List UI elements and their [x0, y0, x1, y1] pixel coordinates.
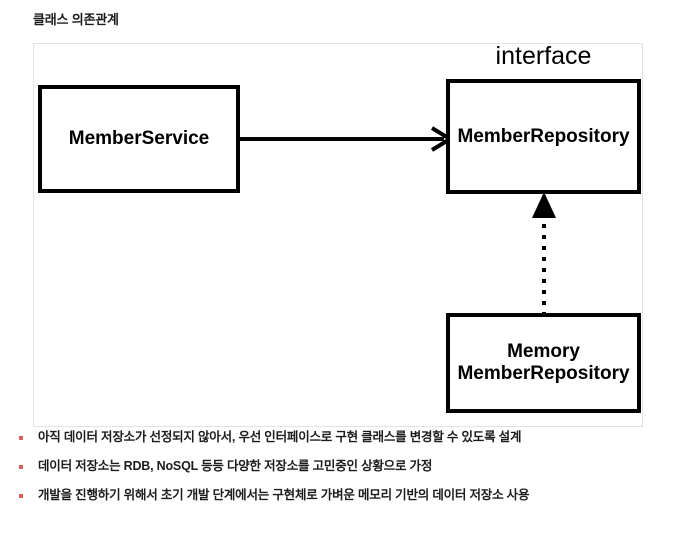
list-item-text: 데이터 저장소는 RDB, NoSQL 등등 다양한 저장소를 고민중인 상황으…	[38, 459, 433, 473]
page-title: 클래스 의존관계	[33, 12, 119, 27]
class-box-memory-member-repository-label: Memory MemberRepository	[457, 341, 630, 384]
interface-stereotype-label: interface	[495, 42, 592, 70]
bullet-marker-icon	[19, 494, 23, 498]
bullet-marker-icon	[19, 436, 23, 440]
class-box-member-service[interactable]: MemberService	[38, 85, 240, 193]
class-box-member-repository-label: MemberRepository	[457, 125, 630, 147]
list-item: 데이터 저장소는 RDB, NoSQL 등등 다양한 저장소를 고민중인 상황으…	[14, 459, 684, 474]
list-item: 아직 데이터 저장소가 선정되지 않아서, 우선 인터페이스로 구현 클래스를 …	[14, 430, 684, 445]
list-item-text: 아직 데이터 저장소가 선정되지 않아서, 우선 인터페이스로 구현 클래스를 …	[38, 430, 522, 444]
dependency-arrow-icon	[236, 126, 450, 152]
class-box-memory-member-repository[interactable]: Memory MemberRepository	[446, 313, 641, 413]
notes-list: 아직 데이터 저장소가 선정되지 않아서, 우선 인터페이스로 구현 클래스를 …	[14, 430, 684, 517]
list-item-text: 개발을 진행하기 위해서 초기 개발 단계에서는 구현체로 가벼운 메모리 기반…	[38, 488, 530, 502]
realization-arrow-icon	[532, 192, 556, 316]
class-box-member-repository[interactable]: MemberRepository	[446, 79, 641, 194]
bullet-marker-icon	[19, 465, 23, 469]
list-item: 개발을 진행하기 위해서 초기 개발 단계에서는 구현체로 가벼운 메모리 기반…	[14, 488, 684, 503]
class-box-member-service-label: MemberService	[68, 128, 210, 150]
